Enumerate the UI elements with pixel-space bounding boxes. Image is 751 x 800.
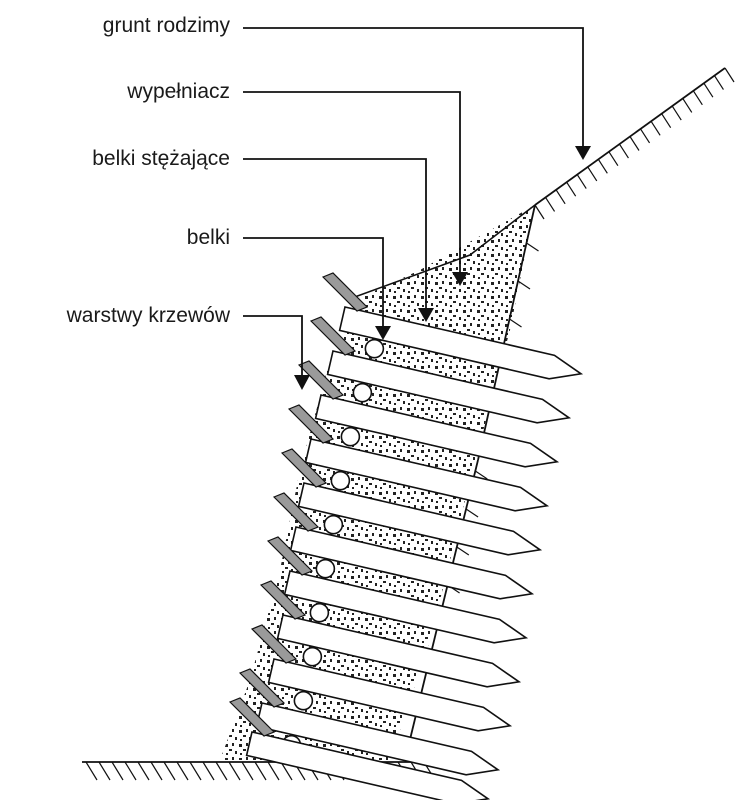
round-beam	[353, 384, 371, 402]
round-beam	[303, 648, 321, 666]
hatch-mark	[714, 76, 723, 90]
hatch-mark	[725, 68, 734, 82]
hatch-mark	[651, 121, 660, 135]
hatch-mark	[164, 762, 175, 780]
hatch-mark	[630, 137, 639, 151]
hatch-mark	[598, 159, 607, 173]
hatch-mark	[138, 762, 149, 780]
hatch-mark	[577, 175, 586, 189]
hatch-mark	[609, 152, 618, 166]
leader-filler	[243, 92, 460, 276]
hatch-mark	[242, 762, 253, 780]
hatch-mark	[216, 762, 227, 780]
hatch-mark	[518, 281, 530, 289]
hatch-mark	[672, 106, 681, 120]
hatch-mark	[457, 547, 469, 555]
hatch-mark	[466, 509, 478, 517]
hatch-mark	[641, 129, 650, 143]
hatch-mark	[268, 762, 279, 780]
round-beam	[316, 560, 334, 578]
hatch-mark	[99, 762, 110, 780]
hatch-mark	[535, 205, 544, 219]
label-brush-layers: warstwy krzewów	[5, 304, 230, 328]
round-beam	[294, 692, 312, 710]
leader-native-soil	[243, 28, 583, 150]
hatch-mark	[190, 762, 201, 780]
label-native-soil: grunt rodzimy	[5, 14, 230, 38]
hatch-mark	[546, 197, 555, 211]
label-beams: belki	[5, 226, 230, 250]
label-bracing-beams: belki stężające	[5, 147, 230, 171]
round-beam	[310, 604, 328, 622]
hatch-mark	[229, 762, 240, 780]
hatch-mark	[203, 762, 214, 780]
hatch-mark	[567, 182, 576, 196]
hatch-mark	[255, 762, 266, 780]
hatch-mark	[177, 762, 188, 780]
brush-layer	[323, 273, 367, 311]
round-beam	[331, 472, 349, 490]
round-beam	[365, 340, 383, 358]
hatch-mark	[527, 243, 539, 251]
hatch-mark	[588, 167, 597, 181]
hatch-mark	[151, 762, 162, 780]
label-filler: wypełniacz	[5, 80, 230, 104]
hatch-mark	[86, 762, 97, 780]
hatch-mark	[619, 144, 628, 158]
round-beam	[341, 428, 359, 446]
arrow-brush-layers	[294, 375, 310, 390]
hatch-mark	[704, 83, 713, 97]
hatch-mark	[662, 114, 671, 128]
hatch-mark	[556, 190, 565, 204]
hatch-mark	[112, 762, 123, 780]
arrow-native-soil	[575, 146, 591, 160]
hatch-mark	[683, 98, 692, 112]
hatch-mark	[125, 762, 136, 780]
hatch-mark	[693, 91, 702, 105]
round-beam	[324, 516, 342, 534]
leader-brush-layers	[243, 316, 302, 378]
